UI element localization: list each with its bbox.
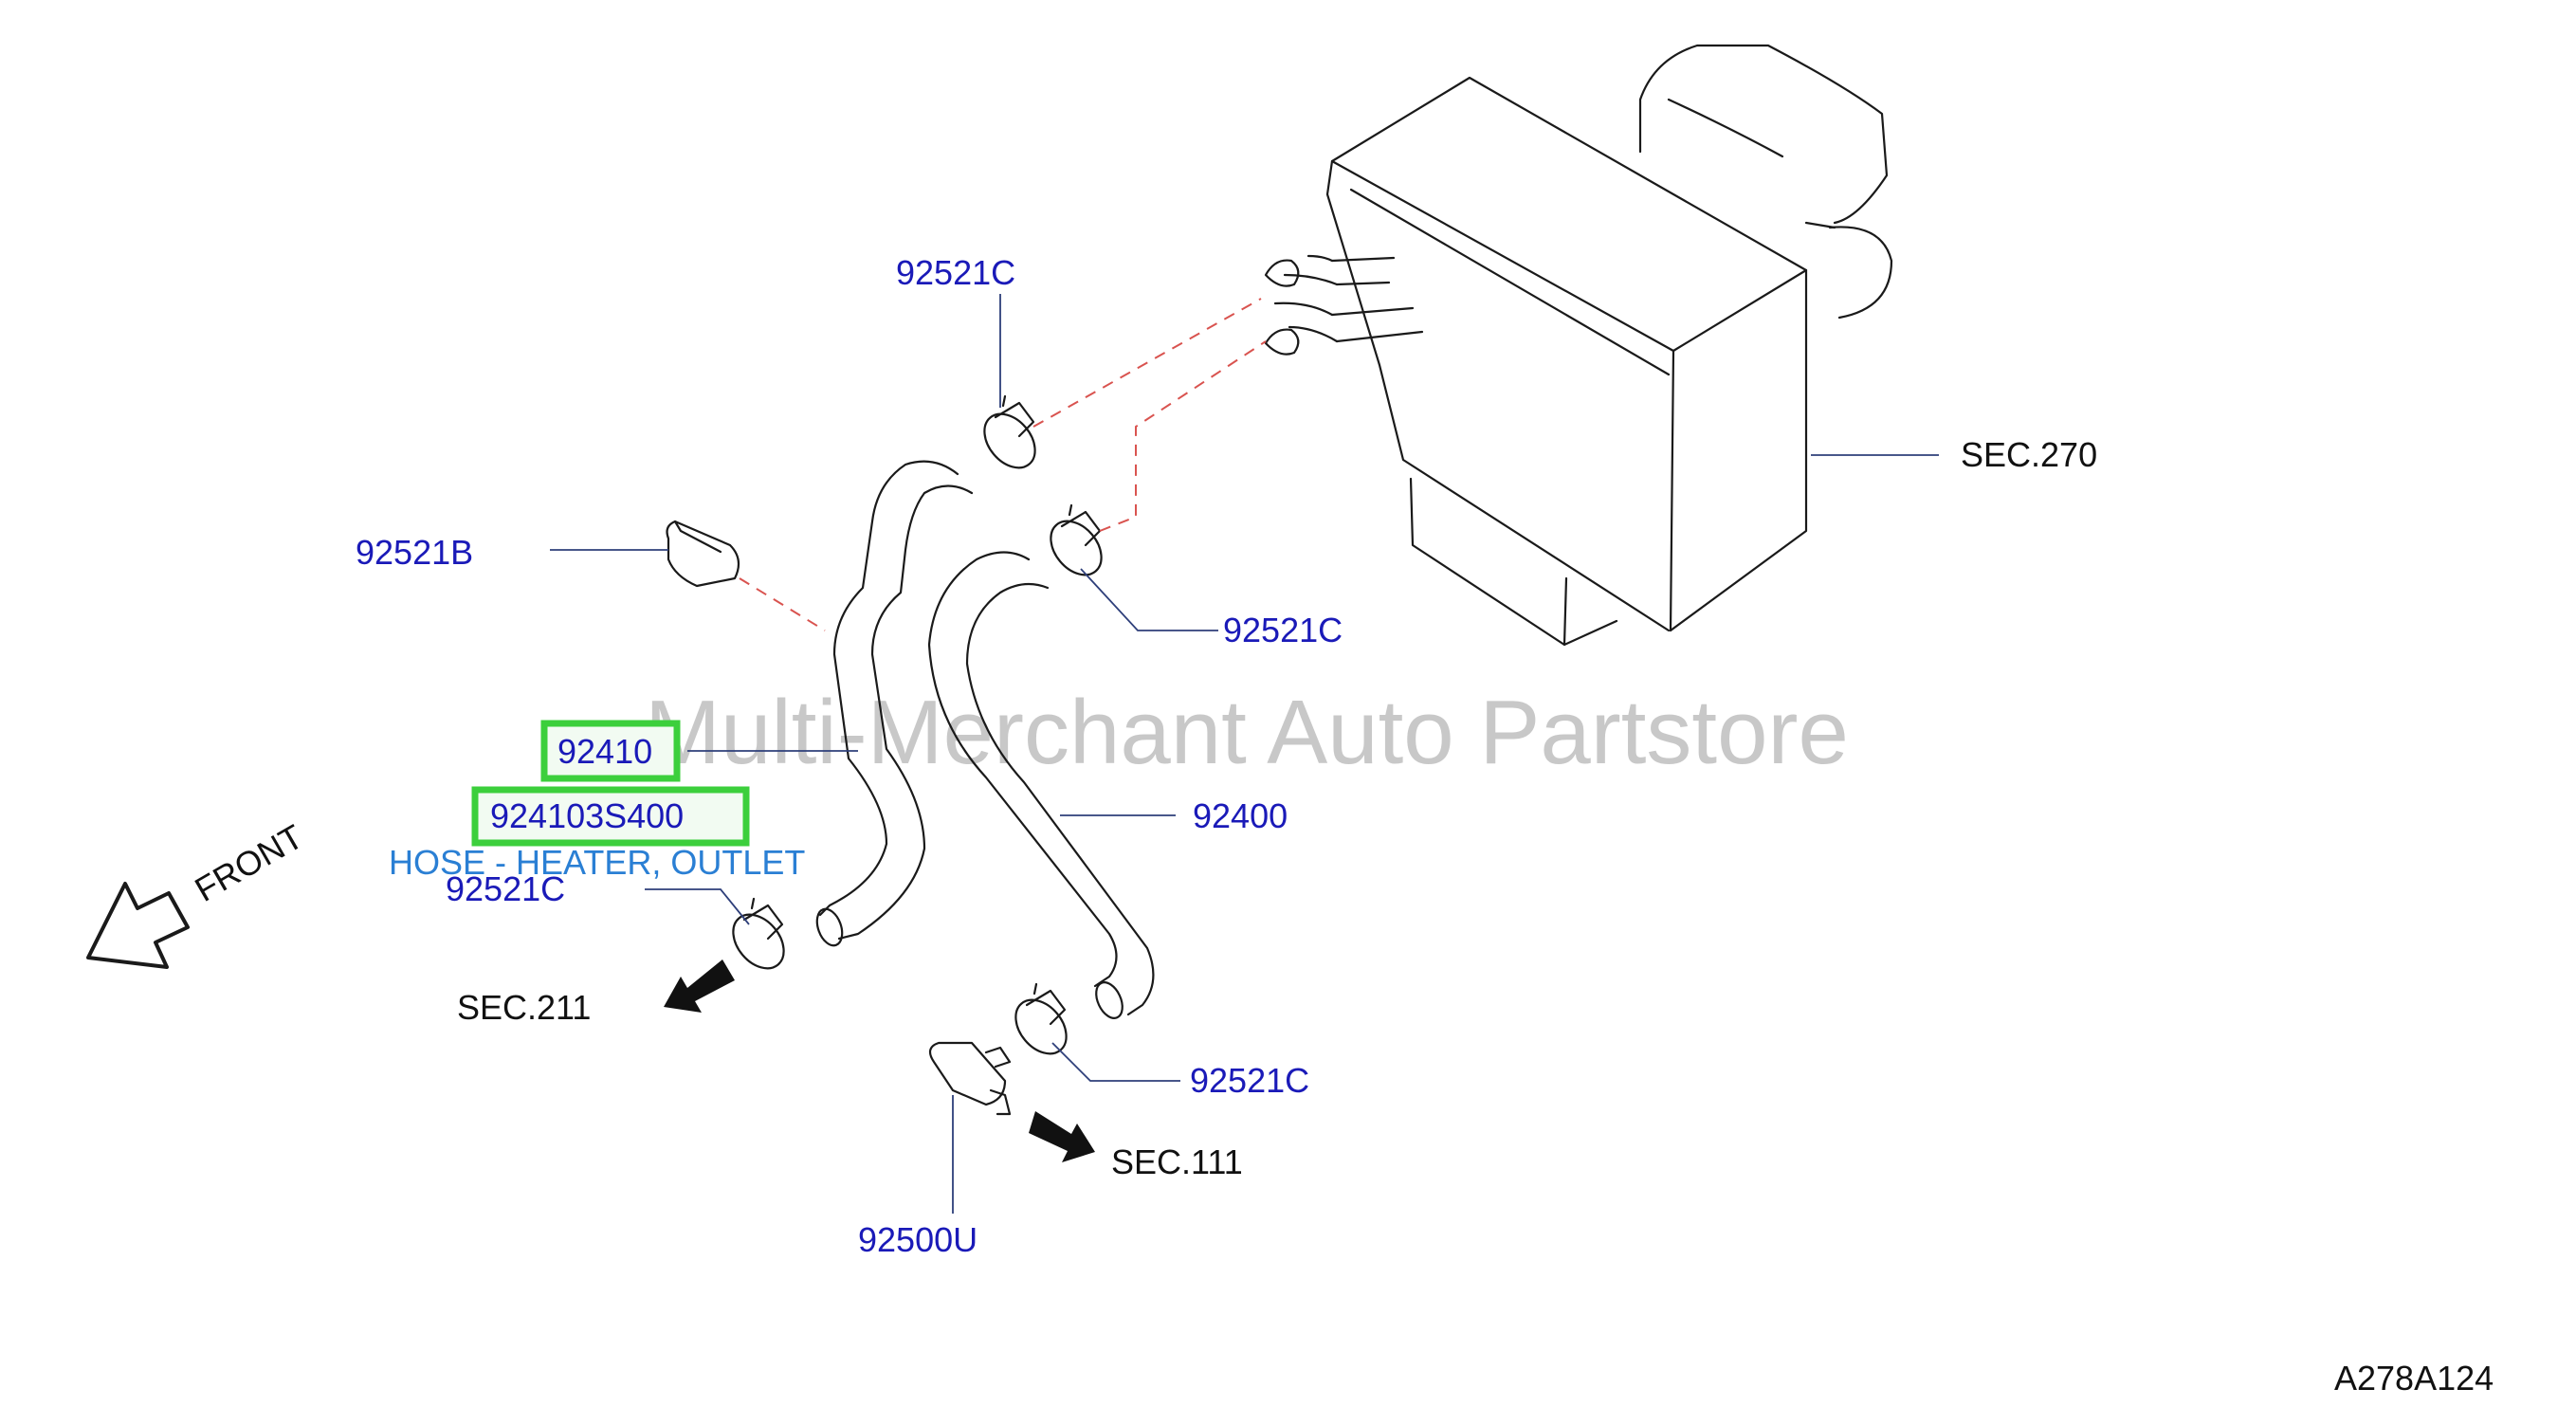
arrow-sec-211	[664, 959, 735, 1013]
callout-hose-outlet-description: HOSE - HEATER, OUTLET	[389, 843, 805, 882]
hose-outlet	[815, 460, 974, 947]
clamp-top	[983, 394, 1036, 469]
arrow-sec-111	[1029, 1111, 1095, 1162]
callout-clamp-lower-left[interactable]: 92521C	[446, 869, 565, 908]
highlight-box-hose-outlet	[540, 720, 681, 782]
callout-clamp-lower-right[interactable]: 92521C	[1190, 1061, 1309, 1100]
connection-line-upper	[1032, 298, 1262, 428]
hose-inlet	[927, 551, 1155, 1019]
leader-clamp-lower-right	[1051, 1042, 1180, 1082]
callout-connector[interactable]: 92500U	[858, 1220, 977, 1259]
watermark-text: Multi-Merchant Auto Partstore	[645, 682, 1849, 783]
leader-clamp-mid	[1080, 568, 1218, 631]
connector	[928, 1041, 1012, 1116]
section-ref-engine-right[interactable]: SEC.111	[1111, 1142, 1243, 1181]
clamp-mid	[1050, 503, 1103, 576]
diagram-code: A278A124	[2334, 1359, 2494, 1398]
clamp-lower-right	[1014, 982, 1068, 1055]
connection-line-plug	[739, 577, 826, 631]
callout-clamp-mid[interactable]: 92521C	[1223, 611, 1343, 649]
front-label: FRONT	[189, 816, 310, 909]
callout-clamp-top[interactable]: 92521C	[896, 253, 1015, 292]
callout-hose-outlet[interactable]: 92410	[557, 732, 652, 771]
connection-line-lower	[1099, 340, 1267, 532]
callout-hose-outlet-part-number[interactable]: 924103S400	[490, 796, 684, 835]
clamp-lower-left	[732, 897, 785, 970]
callout-plug[interactable]: 92521B	[356, 533, 473, 572]
section-ref-heater-unit[interactable]: SEC.270	[1961, 435, 2097, 474]
plug	[666, 520, 740, 588]
highlight-box-part-number	[471, 786, 750, 847]
front-direction-arrow	[86, 882, 190, 969]
callout-hose-inlet[interactable]: 92400	[1193, 796, 1288, 835]
leader-clamp-lower-left	[645, 888, 750, 925]
heater-unit	[1264, 44, 1893, 647]
section-ref-engine-left[interactable]: SEC.211	[457, 988, 591, 1027]
